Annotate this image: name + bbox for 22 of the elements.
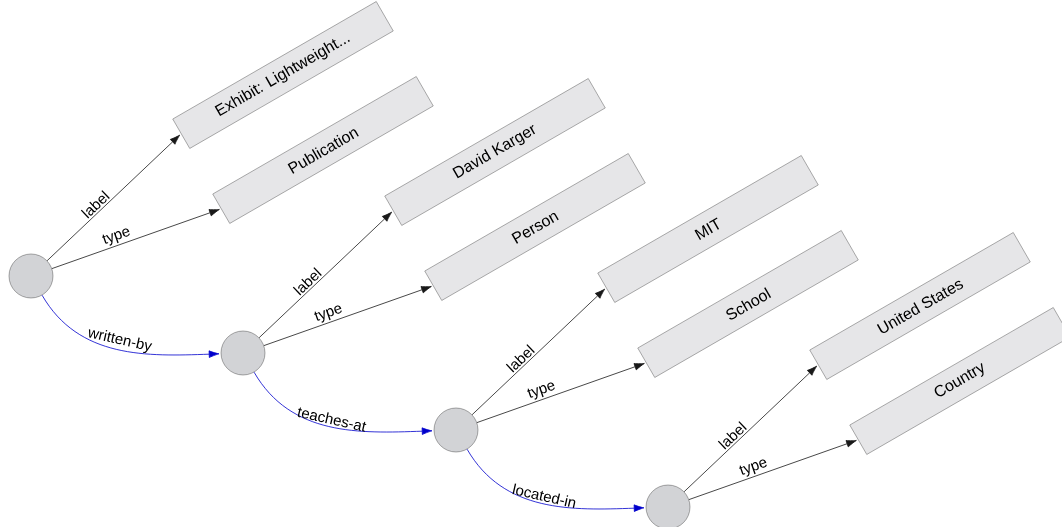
arrow: [471, 288, 606, 416]
edge-label: type: [314, 305, 342, 323]
resource-circle: [220, 330, 266, 376]
arrow: [263, 286, 432, 346]
arrow: [46, 134, 181, 262]
edge-label: teaches-at: [297, 407, 367, 432]
arrow: [466, 448, 645, 512]
arrow: [683, 365, 818, 493]
resource-circle: [645, 484, 691, 527]
resource-circle: [433, 407, 479, 453]
arrow: [688, 440, 857, 500]
arrow: [476, 363, 645, 423]
arrow: [51, 209, 220, 269]
edge-label: written-by: [88, 329, 153, 354]
edge-label: type: [527, 382, 555, 400]
arrow: [253, 371, 433, 435]
edge-label: located-in: [512, 483, 576, 508]
resource-circle: [8, 253, 54, 299]
arrow: [258, 211, 393, 339]
arrow: [41, 294, 220, 358]
edge-label: type: [739, 459, 767, 477]
edge-label: type: [102, 228, 130, 246]
